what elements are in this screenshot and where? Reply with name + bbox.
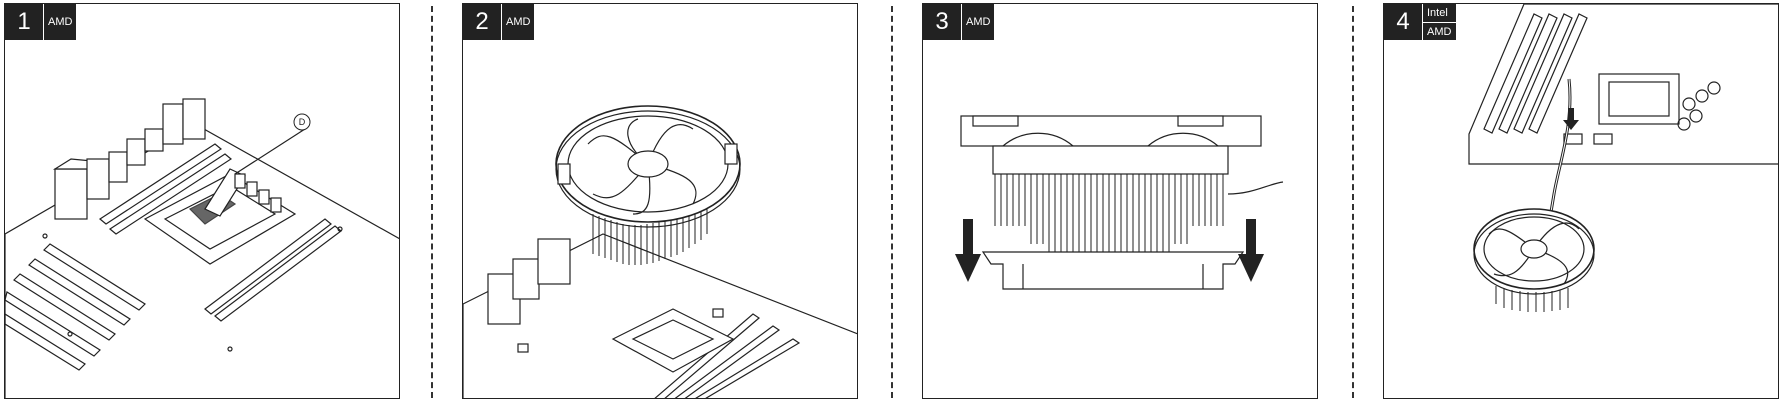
step-divider-1 — [431, 6, 433, 398]
step-divider-3 — [1352, 6, 1354, 398]
step-number: 3 — [923, 4, 961, 40]
platform-label: AMD — [501, 4, 535, 40]
down-arrows — [955, 219, 1264, 282]
motherboard-thermal-paste-illustration — [5, 98, 399, 398]
step-number: 1 — [5, 4, 43, 40]
platform-label-intel: Intel — [1427, 7, 1448, 19]
step-divider-2 — [891, 6, 893, 398]
down-arrow — [1563, 108, 1579, 130]
platform-label: AMD — [961, 4, 995, 40]
step-4-panel: 4 Intel AMD — [1383, 3, 1779, 399]
platform-label-amd: AMD — [1423, 22, 1456, 40]
step-number: 2 — [463, 4, 501, 40]
cooler-lowering-side-view — [955, 115, 1284, 290]
cooler-placement-illustration — [463, 105, 857, 398]
step-number: 4 — [1384, 4, 1422, 40]
callout-circle — [293, 113, 311, 131]
callout-label: D — [298, 117, 306, 127]
platform-label: AMD — [43, 4, 77, 40]
step-1-panel: 1 AMD D — [4, 3, 400, 399]
step-3-panel: 3 AMD — [922, 3, 1318, 399]
fan-cable-connection-illustration — [1468, 4, 1778, 312]
platform-label-stack: Intel AMD — [1422, 4, 1456, 40]
step-2-panel: 2 AMD — [462, 3, 858, 399]
